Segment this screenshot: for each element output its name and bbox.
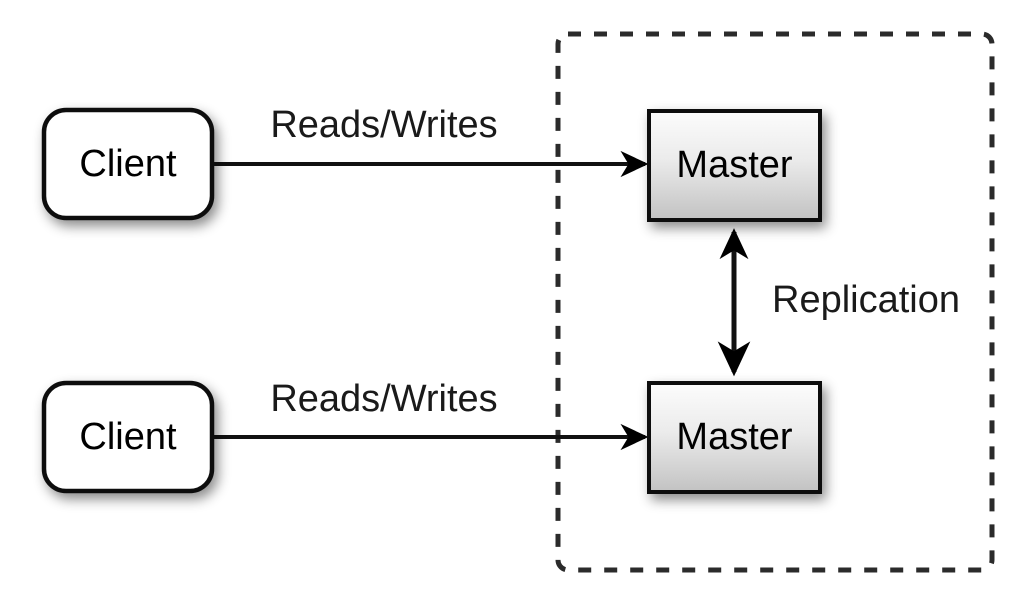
node-shape (647, 109, 822, 222)
node-master-bottom-label: Master (676, 416, 792, 458)
node-client-bottom[interactable]: Client (41, 380, 215, 494)
edge-label-reads-writes-top: Reads/Writes (270, 104, 497, 146)
node-client-top-label: Client (79, 143, 177, 185)
node-master-top[interactable]: Master (647, 109, 822, 222)
node-master-top-label: Master (676, 144, 792, 186)
node-client-bottom-label: Client (79, 416, 177, 458)
node-master-bottom[interactable]: Master (647, 381, 822, 494)
node-client-top[interactable]: Client (41, 107, 215, 221)
edge-label-replication: Replication (772, 279, 960, 321)
node-shape (647, 381, 822, 494)
node-shape (41, 380, 215, 494)
replicated-cluster-boundary (555, 31, 995, 573)
edge-label-reads-writes-bottom: Reads/Writes (270, 378, 497, 420)
node-shape (41, 107, 215, 221)
